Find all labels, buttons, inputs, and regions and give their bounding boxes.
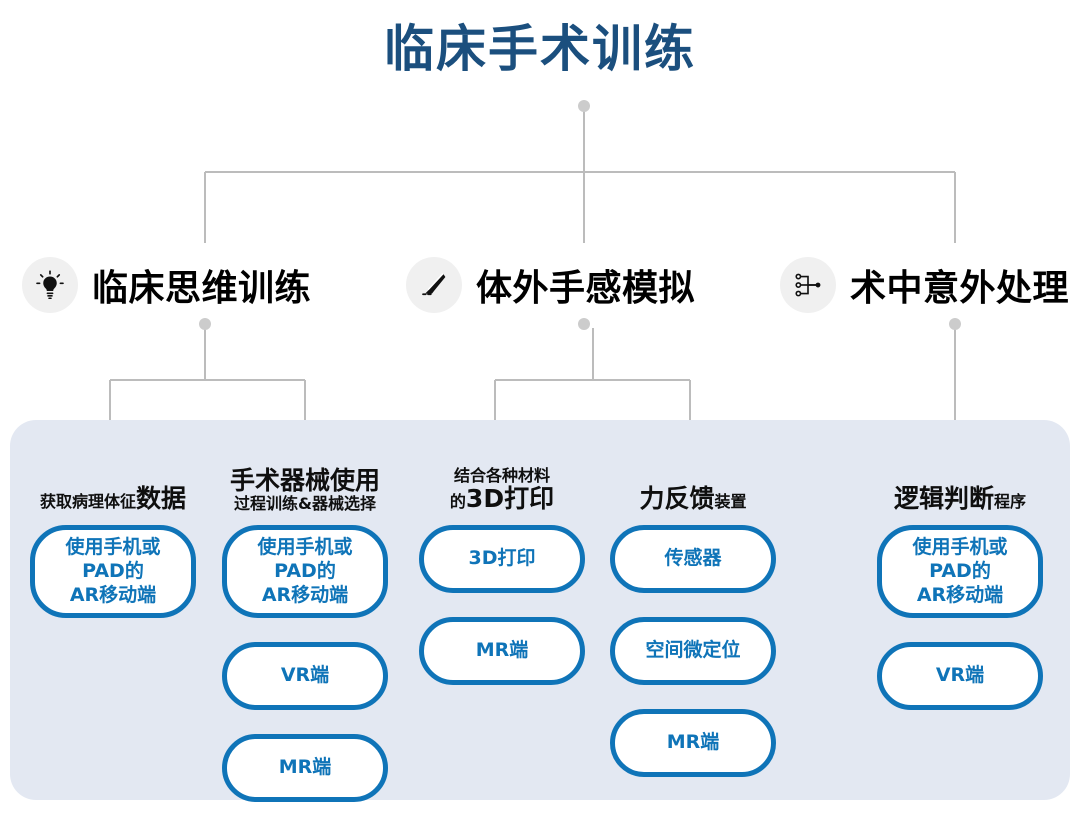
- scalpel-icon: [406, 257, 462, 313]
- option-pill-label: MR端: [475, 639, 529, 662]
- heading-small-text: 程序: [994, 492, 1027, 511]
- option-pill[interactable]: VR端: [877, 642, 1043, 711]
- option-pill[interactable]: 3D打印: [419, 525, 585, 593]
- heading-big-text: 逻辑判断: [893, 484, 994, 513]
- column-heading-line: 的3D打印: [450, 485, 554, 513]
- branch-clinical-thinking[interactable]: 临床思维训练: [22, 252, 311, 318]
- heading-big-text: 力反馈: [639, 484, 715, 513]
- column-heading-line: 结合各种材料: [450, 467, 554, 485]
- heading-big-text: 数据: [136, 484, 187, 513]
- column-heading-line: 过程训练&器械选择: [230, 495, 380, 513]
- option-pill[interactable]: MR端: [419, 617, 585, 685]
- option-pill-label: VR端: [280, 664, 330, 687]
- heading-small-text: 装置: [714, 492, 747, 511]
- lightbulb-icon: [22, 257, 78, 313]
- option-pill-label: MR端: [666, 731, 720, 754]
- column-heading: 获取病理体征数据: [40, 455, 186, 513]
- column-force-feedback: 力反馈装置传感器空间微定位 MR端: [593, 455, 793, 801]
- option-pill-label: 3D打印: [468, 547, 536, 570]
- heading-small-text: 结合各种材料: [453, 466, 550, 486]
- branch-label: 临床思维训练: [92, 268, 312, 309]
- branch-label: 术中意外处理: [850, 268, 1070, 309]
- heading-small-text: 过程训练&器械选择: [234, 494, 376, 514]
- option-pill[interactable]: 传感器: [610, 525, 776, 593]
- column-heading-line: 力反馈装置: [639, 485, 746, 513]
- column-heading: 手术器械使用过程训练&器械选择: [230, 455, 380, 513]
- branch-intraop-incident[interactable]: 术中意外处理: [780, 252, 1069, 318]
- option-pill[interactable]: MR端: [610, 709, 776, 777]
- heading-small-text: 获取病理体征: [39, 492, 136, 511]
- heading-small-text: 的: [449, 492, 466, 511]
- branch-label: 体外手感模拟: [476, 268, 696, 309]
- option-pill-label: 传感器: [664, 547, 722, 570]
- column-heading: 力反馈装置: [639, 455, 746, 513]
- option-pill[interactable]: MR端: [222, 734, 388, 803]
- column-heading-line: 逻辑判断程序: [894, 485, 1026, 513]
- option-pill[interactable]: VR端: [222, 642, 388, 711]
- node-tree-icon: [780, 257, 836, 313]
- branch-haptic-simulation[interactable]: 体外手感模拟: [406, 252, 695, 318]
- heading-big-text: 3D打印: [465, 484, 555, 513]
- heading-big-text: 手术器械使用: [229, 466, 380, 496]
- column-heading-line: 手术器械使用: [230, 467, 380, 495]
- column-heading: 逻辑判断程序: [894, 455, 1026, 513]
- option-pill-label: MR端: [278, 756, 332, 779]
- option-pill-label: 空间微定位: [645, 639, 741, 662]
- option-pill-label: VR端: [935, 664, 985, 687]
- column-heading-line: 获取病理体征数据: [40, 485, 186, 513]
- column-heading: 结合各种材料的3D打印: [450, 455, 554, 513]
- page-title: 临床手术训练: [384, 20, 696, 78]
- option-pill[interactable]: 空间微定位: [610, 617, 776, 685]
